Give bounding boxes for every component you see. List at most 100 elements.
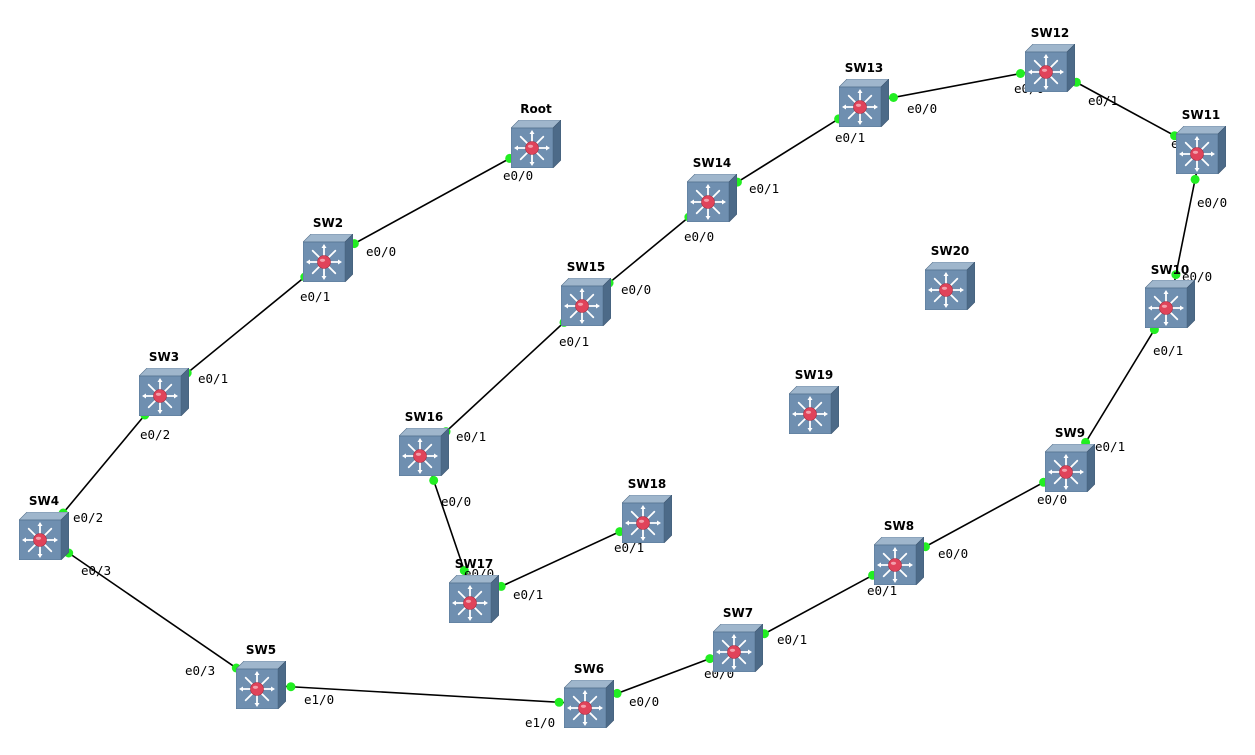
- multilayer-switch-icon[interactable]: [874, 537, 924, 585]
- multilayer-switch-icon[interactable]: [564, 680, 614, 728]
- node-label-sw16: SW16: [405, 410, 444, 424]
- node-label-sw12: SW12: [1031, 26, 1070, 40]
- switch-node-root[interactable]: Root: [511, 102, 561, 168]
- multilayer-switch-icon[interactable]: [399, 428, 449, 476]
- node-label-sw17: SW17: [455, 557, 494, 571]
- link-line[interactable]: [260, 684, 590, 705]
- port-status-dot-sw12-e0-0[interactable]: [1016, 69, 1025, 78]
- port-status-dot-sw5-e1-0[interactable]: [286, 682, 296, 692]
- switch-node-sw6[interactable]: SW6: [564, 662, 614, 728]
- link-sw9-sw10[interactable]: e0/1 e0/1: [1069, 303, 1183, 469]
- port-label-sw9-e0-0: e0/0: [1037, 492, 1067, 507]
- multilayer-switch-icon[interactable]: [1145, 280, 1195, 328]
- link-sw15-sw16[interactable]: e0/1 e0/1: [423, 301, 589, 453]
- switch-node-sw13[interactable]: SW13: [839, 61, 889, 127]
- port-label-sw4-e0-2: e0/2: [73, 510, 103, 525]
- link-sw7-sw8[interactable]: e0/1e0/1: [737, 560, 900, 649]
- switch-node-sw11[interactable]: SW11: [1176, 108, 1226, 174]
- switch-node-sw5[interactable]: SW5: [236, 643, 286, 709]
- port-status-dot-sw6-e1-0[interactable]: [554, 697, 564, 707]
- port-label-sw16-e0-0: e0/0: [441, 494, 471, 509]
- port-label-sw16-e0-1: e0/1: [456, 429, 486, 444]
- switch-node-sw7[interactable]: SW7: [713, 606, 763, 672]
- port-status-dot-sw13-e0-0[interactable]: [889, 93, 898, 102]
- node-label-sw11: SW11: [1182, 108, 1221, 122]
- multilayer-switch-icon[interactable]: [511, 120, 561, 168]
- port-label-sw9-e0-1: e0/1: [1095, 439, 1125, 454]
- link-line[interactable]: [163, 257, 329, 393]
- node-label-sw15: SW15: [567, 260, 606, 274]
- multilayer-switch-icon[interactable]: [1176, 126, 1226, 174]
- multilayer-switch-icon[interactable]: [687, 174, 737, 222]
- switch-node-sw16[interactable]: SW16: [399, 410, 449, 476]
- port-label-sw8-e0-1: e0/1: [867, 583, 897, 598]
- port-label-sw2-e0-0: e0/0: [366, 244, 396, 259]
- port-label-sw5-e1-0: e1/0: [304, 692, 334, 707]
- switch-node-sw15[interactable]: SW15: [561, 260, 611, 326]
- link-sw10-sw11[interactable]: e0/0e0/0: [1169, 149, 1227, 305]
- multilayer-switch-icon[interactable]: [1025, 44, 1075, 92]
- node-label-sw18: SW18: [628, 477, 667, 491]
- link-sw17-sw18[interactable]: e0/1e0/1: [473, 518, 648, 602]
- multilayer-switch-icon[interactable]: [19, 512, 69, 560]
- node-label-sw20: SW20: [931, 244, 970, 258]
- port-label-sw8-e0-0: e0/0: [938, 546, 968, 561]
- node-label-sw2: SW2: [313, 216, 343, 230]
- switch-node-sw14[interactable]: SW14: [687, 156, 737, 222]
- switch-node-sw19[interactable]: SW19: [789, 368, 839, 434]
- port-label-sw6-e0-0: e0/0: [629, 694, 659, 709]
- link-line[interactable]: [327, 143, 537, 259]
- port-status-dot-sw6-e0-0[interactable]: [612, 688, 622, 698]
- node-label-sw6: SW6: [574, 662, 604, 676]
- multilayer-switch-icon[interactable]: [561, 278, 611, 326]
- switch-node-sw12[interactable]: SW12: [1025, 26, 1075, 92]
- link-line[interactable]: [43, 535, 262, 686]
- port-status-dot-sw7-e0-0[interactable]: [705, 654, 715, 664]
- port-label-sw13-e0-0: e0/0: [907, 101, 937, 116]
- port-status-dot-sw10-e0-0[interactable]: [1171, 270, 1181, 280]
- switch-node-sw4[interactable]: SW4: [19, 494, 69, 560]
- port-status-dot-sw17-e0-0[interactable]: [459, 566, 469, 576]
- link-sw4-sw5[interactable]: e0/3e0/3: [43, 535, 262, 686]
- switch-node-sw18[interactable]: SW18: [622, 477, 672, 543]
- link-sw5-sw6[interactable]: e1/0 e1/0: [260, 682, 590, 730]
- links-layer: e0/0e0/0e0/1e0/1e0/2e0/2e0/3e0/3e1/0e1/0…: [43, 67, 1227, 730]
- switch-node-sw2[interactable]: SW2: [303, 216, 353, 282]
- node-label-sw4: SW4: [29, 494, 59, 508]
- port-label-sw10-e0-1: e0/1: [1153, 343, 1183, 358]
- switch-node-sw8[interactable]: SW8: [874, 519, 924, 585]
- node-label-sw8: SW8: [884, 519, 914, 533]
- port-label-sw6-e1-0: e1/0: [525, 715, 555, 730]
- port-label-sw14-e0-0: e0/0: [684, 229, 714, 244]
- link-sw12-sw13[interactable]: e0/0e0/0: [863, 67, 1051, 116]
- port-label-sw2-e0-1: e0/1: [300, 289, 330, 304]
- link-sw8-sw9[interactable]: e0/0 e0/0: [898, 467, 1071, 562]
- node-label-sw19: SW19: [795, 368, 834, 382]
- port-label-sw3-e0-1: e0/1: [198, 371, 228, 386]
- port-label-sw15-e0-1: e0/1: [559, 334, 589, 349]
- multilayer-switch-icon[interactable]: [622, 495, 672, 543]
- port-status-dot-sw16-e0-0[interactable]: [429, 475, 439, 485]
- multilayer-switch-icon[interactable]: [139, 368, 189, 416]
- switch-node-sw20[interactable]: SW20: [925, 244, 975, 310]
- multilayer-switch-icon[interactable]: [839, 79, 889, 127]
- multilayer-switch-icon[interactable]: [449, 575, 499, 623]
- switch-node-sw3[interactable]: SW3: [139, 350, 189, 416]
- link-sw13-sw14[interactable]: e0/1e0/1: [711, 102, 865, 199]
- node-label-sw9: SW9: [1055, 426, 1085, 440]
- switch-node-sw17[interactable]: SW17: [449, 557, 499, 623]
- link-root-sw2[interactable]: e0/0e0/0: [327, 143, 537, 259]
- multilayer-switch-icon[interactable]: [303, 234, 353, 282]
- node-label-sw14: SW14: [693, 156, 732, 170]
- multilayer-switch-icon[interactable]: [925, 262, 975, 310]
- port-label-sw14-e0-1: e0/1: [749, 181, 779, 196]
- multilayer-switch-icon[interactable]: [713, 624, 763, 672]
- link-line[interactable]: [423, 301, 587, 453]
- port-status-dot-sw11-e0-0[interactable]: [1190, 174, 1200, 184]
- switch-node-sw9[interactable]: SW9: [1045, 426, 1095, 492]
- multilayer-switch-icon[interactable]: [1045, 444, 1095, 492]
- switch-node-sw10[interactable]: SW10: [1145, 263, 1195, 328]
- multilayer-switch-icon[interactable]: [236, 661, 286, 709]
- multilayer-switch-icon[interactable]: [789, 386, 839, 434]
